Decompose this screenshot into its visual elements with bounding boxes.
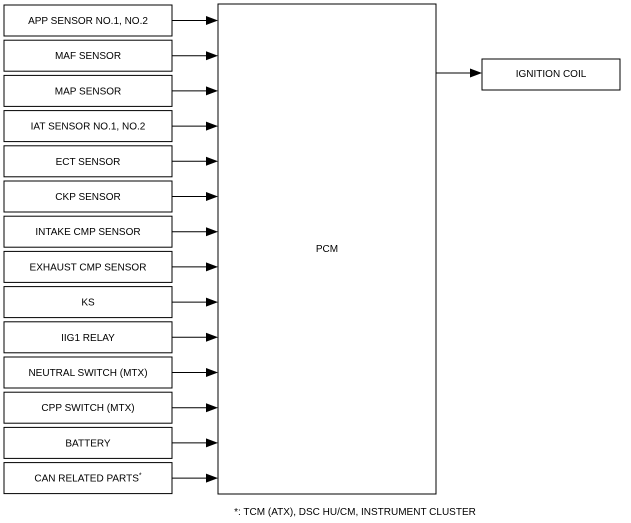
- arrowhead-ks: [206, 297, 218, 307]
- input-box-cpp-switch-mtx: [3, 391, 173, 424]
- input-block-intake-cmp-sensor: INTAKE CMP SENSOR: [3, 215, 218, 248]
- pcm-box: [217, 3, 437, 495]
- input-block-exhaust-cmp-sensor: EXHAUST CMP SENSOR: [3, 250, 218, 283]
- input-block-map-sensor: MAP SENSOR: [3, 74, 218, 107]
- input-box-app-sensor-no-1-no-2: [3, 4, 173, 37]
- arrowhead-ckp-sensor: [206, 192, 218, 201]
- input-box-ect-sensor: [3, 145, 173, 178]
- input-label-maf-sensor: MAF SENSOR: [55, 51, 121, 62]
- arrowhead-can-related-parts: [206, 473, 218, 483]
- input-block-ect-sensor: ECT SENSOR: [3, 145, 218, 178]
- arrowhead-exhaust-cmp-sensor: [206, 262, 218, 272]
- input-box-intake-cmp-sensor: [3, 215, 173, 248]
- arrowhead-iig1-relay: [206, 332, 218, 342]
- input-box-iig1-relay: [3, 321, 173, 354]
- input-label-app-sensor-no-1-no-2: APP SENSOR NO.1, NO.2: [28, 16, 148, 27]
- input-block-cpp-switch-mtx: CPP SWITCH (MTX): [3, 391, 218, 424]
- footnote-marker: *: [139, 473, 142, 480]
- input-block-iig1-relay: IIG1 RELAY: [3, 321, 218, 354]
- input-label-ckp-sensor: CKP SENSOR: [55, 192, 120, 203]
- input-box-battery: [3, 426, 173, 459]
- arrowhead-neutral-switch-mtx: [206, 368, 218, 377]
- input-box-map-sensor: [3, 74, 173, 107]
- input-block-maf-sensor: MAF SENSOR: [3, 39, 218, 72]
- input-label-ks: KS: [81, 298, 95, 309]
- input-label-intake-cmp-sensor: INTAKE CMP SENSOR: [35, 227, 140, 238]
- input-block-can-related-parts: CAN RELATED PARTS*: [3, 462, 218, 495]
- input-label-exhaust-cmp-sensor: EXHAUST CMP SENSOR: [30, 262, 147, 273]
- ignition-coil-arrowhead: [470, 68, 482, 78]
- input-box-maf-sensor: [3, 39, 173, 72]
- input-label-cpp-switch-mtx: CPP SWITCH (MTX): [41, 403, 134, 414]
- input-box-neutral-switch-mtx: [3, 356, 173, 389]
- input-block-neutral-switch-mtx: NEUTRAL SWITCH (MTX): [3, 356, 218, 389]
- input-label-ect-sensor: ECT SENSOR: [56, 157, 121, 168]
- arrowhead-intake-cmp-sensor: [206, 227, 218, 237]
- arrowhead-iat-sensor-no-1-no-2: [206, 121, 218, 131]
- input-label-map-sensor: MAP SENSOR: [55, 86, 122, 97]
- pcm-label: PCM: [316, 244, 338, 255]
- input-box-ks: [3, 286, 173, 319]
- input-block-app-sensor-no-1-no-2: APP SENSOR NO.1, NO.2: [3, 4, 218, 37]
- input-box-iat-sensor-no-1-no-2: [3, 110, 173, 143]
- input-label-can-related-parts: CAN RELATED PARTS*: [34, 473, 141, 485]
- input-block-ckp-sensor: CKP SENSOR: [3, 180, 218, 213]
- input-box-can-related-parts: [3, 462, 173, 495]
- input-label-iig1-relay: IIG1 RELAY: [61, 333, 115, 344]
- arrowhead-map-sensor: [206, 86, 218, 96]
- input-label-neutral-switch-mtx: NEUTRAL SWITCH (MTX): [28, 368, 147, 379]
- arrowhead-ect-sensor: [206, 156, 218, 166]
- input-label-iat-sensor-no-1-no-2: IAT SENSOR NO.1, NO.2: [31, 122, 146, 133]
- input-block-battery: BATTERY: [3, 426, 218, 459]
- input-label-battery: BATTERY: [65, 438, 111, 449]
- ignition-coil-block: IGNITION COIL: [436, 58, 621, 91]
- ignition-coil-box: [481, 58, 621, 91]
- pcm-block: PCM: [217, 3, 437, 495]
- arrowhead-cpp-switch-mtx: [206, 403, 218, 413]
- ignition-coil-label: IGNITION COIL: [516, 69, 587, 80]
- arrowhead-maf-sensor: [206, 51, 218, 61]
- footnote: *: TCM (ATX), DSC HU/CM, INSTRUMENT CLUS…: [234, 507, 476, 518]
- input-block-ks: KS: [3, 286, 218, 319]
- arrowhead-battery: [206, 438, 218, 448]
- input-block-iat-sensor-no-1-no-2: IAT SENSOR NO.1, NO.2: [3, 110, 218, 143]
- arrowhead-app-sensor-no-1-no-2: [206, 16, 218, 25]
